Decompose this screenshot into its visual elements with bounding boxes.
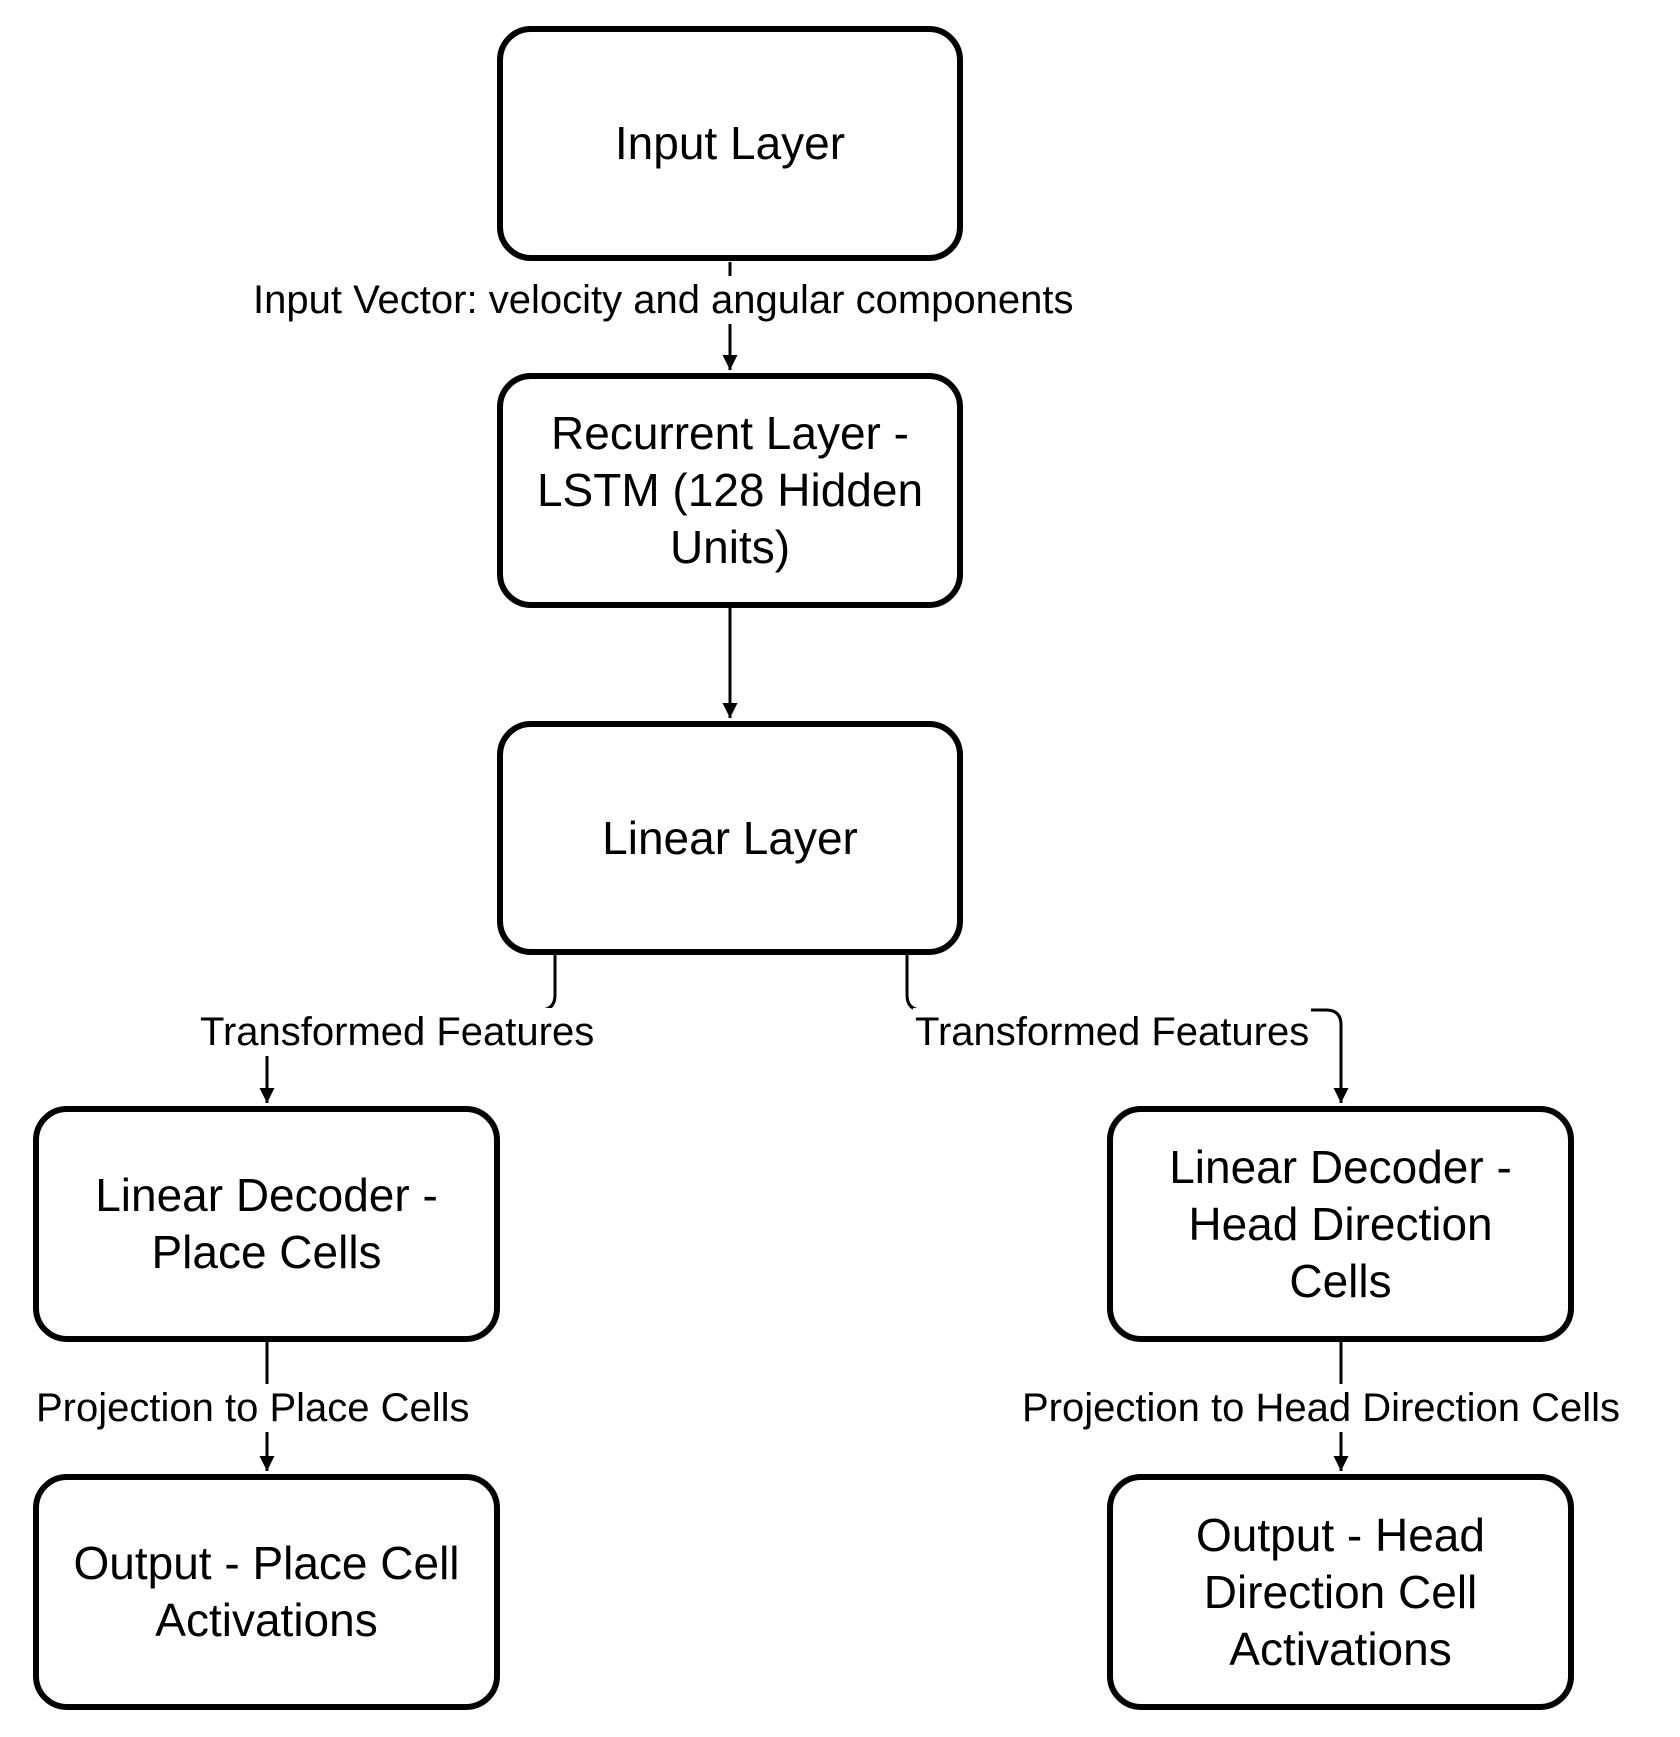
output-head-direction-label: Output - Head Direction Cell Activations (1196, 1508, 1485, 1675)
output-place-cells-box: Output - Place Cell Activations (33, 1474, 500, 1710)
recurrent-layer-box: Recurrent Layer - LSTM (128 Hidden Units… (497, 373, 963, 608)
edge-label-input-vector: Input Vector: velocity and angular compo… (251, 276, 1076, 324)
edge-label-projection-place: Projection to Place Cells (34, 1384, 472, 1432)
linear-layer-label: Linear Layer (602, 811, 858, 864)
decoder-head-direction-label: Linear Decoder - Head Direction Cells (1169, 1140, 1512, 1307)
edge-label-transformed-features-right: Transformed Features (913, 1008, 1312, 1056)
decoder-head-direction-box: Linear Decoder - Head Direction Cells (1107, 1106, 1574, 1342)
edge-label-projection-head: Projection to Head Direction Cells (1020, 1384, 1623, 1432)
edge-label-transformed-features-left: Transformed Features (198, 1008, 597, 1056)
input-layer-box: Input Layer (497, 26, 963, 261)
decoder-place-cells-label: Linear Decoder - Place Cells (95, 1169, 438, 1278)
decoder-place-cells-box: Linear Decoder - Place Cells (33, 1106, 500, 1342)
recurrent-layer-label: Recurrent Layer - LSTM (128 Hidden Units… (536, 407, 924, 573)
input-layer-label: Input Layer (614, 117, 846, 169)
output-place-cells-label: Output - Place Cell Activations (73, 1537, 460, 1646)
output-head-direction-box: Output - Head Direction Cell Activations (1107, 1474, 1574, 1710)
linear-layer-box: Linear Layer (497, 721, 963, 955)
